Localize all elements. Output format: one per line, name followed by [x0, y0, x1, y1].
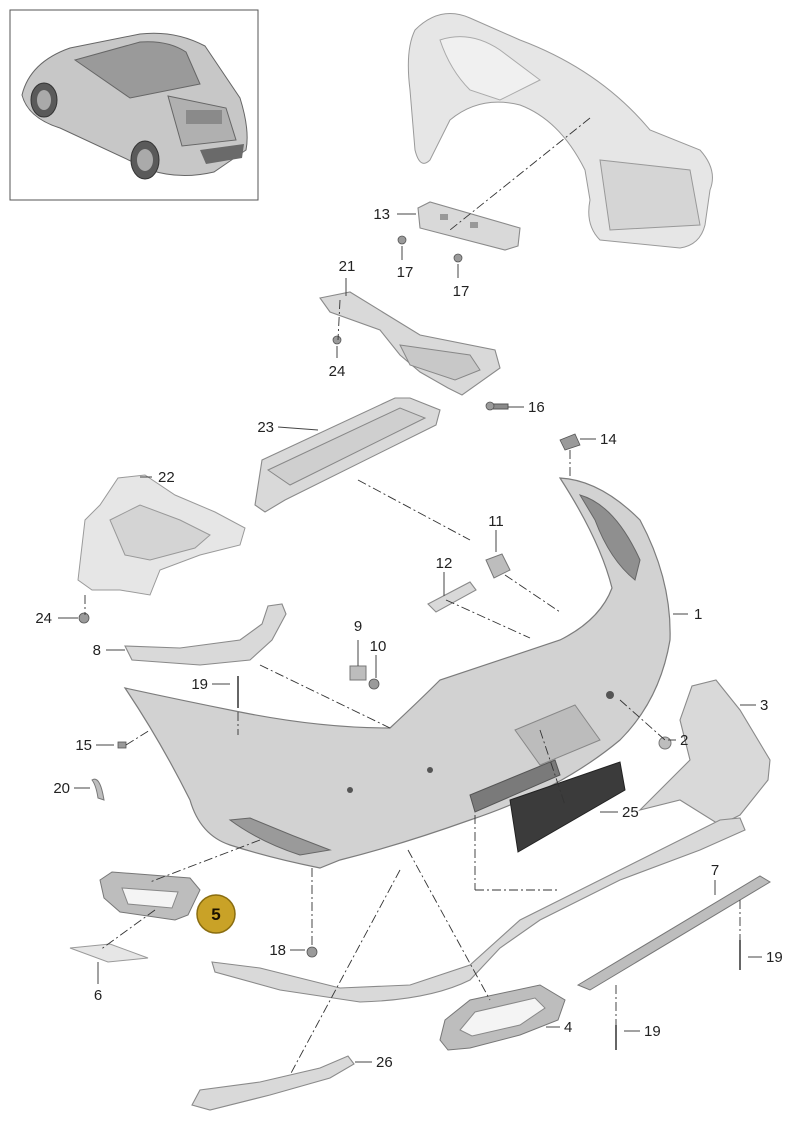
- callout-18[interactable]: 18: [269, 942, 286, 959]
- callout-13[interactable]: 13: [373, 206, 390, 223]
- callout-19b[interactable]: 19: [766, 949, 783, 966]
- callout-17b[interactable]: 17: [453, 283, 470, 300]
- clip-15: [117, 741, 127, 749]
- callout-22[interactable]: 22: [158, 469, 175, 486]
- bracket-21: [319, 291, 501, 396]
- callout-5[interactable]: 5: [211, 905, 220, 924]
- exhaust-trim-5: [99, 871, 201, 921]
- callout-2[interactable]: 2: [680, 732, 688, 749]
- rear-bumper: [123, 477, 671, 869]
- callout-leaders: [58, 213, 762, 1063]
- bolt-18: [306, 946, 318, 958]
- callout-21[interactable]: 21: [339, 258, 356, 275]
- part-11-shape: [485, 553, 511, 579]
- exhaust-trim-4: [439, 984, 566, 1051]
- strip-7: [576, 875, 771, 991]
- clip-24b: [78, 612, 90, 624]
- license-plate-25: [509, 761, 626, 853]
- ring-10: [368, 655, 380, 690]
- nut-17b: [453, 253, 463, 263]
- callout-11[interactable]: 11: [488, 513, 504, 530]
- callout-7[interactable]: 7: [711, 862, 719, 879]
- callout-14[interactable]: 14: [600, 431, 617, 448]
- strip-26: [191, 1055, 355, 1111]
- callout-19a[interactable]: 19: [191, 676, 208, 693]
- bracket-23: [254, 397, 441, 513]
- car-thumbnail: [9, 9, 259, 201]
- callout-6[interactable]: 6: [94, 987, 102, 1004]
- callout-23[interactable]: 23: [257, 419, 274, 436]
- callout-16[interactable]: 16: [528, 399, 545, 416]
- part-12-shape: [427, 581, 477, 613]
- callout-labels: 13 17 17 21 24 16 14 23 22 11 12 24 1 9 …: [35, 206, 782, 1071]
- trim-3: [638, 679, 771, 826]
- wheel-arch-liner: [407, 13, 713, 249]
- bracket-8: [124, 603, 287, 666]
- sensor-9: [349, 640, 367, 681]
- callout-4[interactable]: 4: [564, 1019, 572, 1036]
- callout-25[interactable]: 25: [622, 804, 639, 821]
- callout-26[interactable]: 26: [376, 1054, 393, 1071]
- callout-19c[interactable]: 19: [644, 1023, 661, 1040]
- nut-17a: [397, 235, 407, 245]
- bolt-16: [485, 401, 509, 411]
- cap-2: [658, 736, 672, 750]
- highlight-badge-5[interactable]: [196, 894, 236, 934]
- part-20-shape: [91, 778, 105, 801]
- callout-20[interactable]: 20: [53, 780, 70, 797]
- assembly-lines: [84, 117, 741, 1076]
- callout-15[interactable]: 15: [75, 737, 92, 754]
- bracket-13: [417, 201, 521, 251]
- clip-24a: [332, 335, 342, 345]
- callout-1[interactable]: 1: [694, 606, 702, 623]
- callout-24b[interactable]: 24: [35, 610, 52, 627]
- callout-17a[interactable]: 17: [397, 264, 414, 281]
- callout-3[interactable]: 3: [760, 697, 768, 714]
- callout-12[interactable]: 12: [436, 555, 453, 572]
- callout-9[interactable]: 9: [354, 618, 362, 635]
- callout-8[interactable]: 8: [93, 642, 101, 659]
- lower-diffuser: [211, 817, 746, 1003]
- shield-22: [77, 474, 246, 596]
- callout-24a[interactable]: 24: [329, 363, 346, 380]
- callout-10[interactable]: 10: [370, 638, 387, 655]
- strip-6: [69, 943, 149, 963]
- clip-14: [559, 433, 581, 451]
